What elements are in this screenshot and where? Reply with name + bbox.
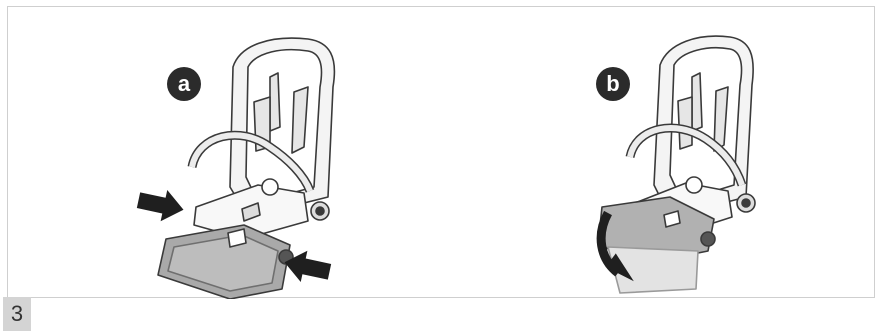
step-badge-b: b <box>596 67 630 101</box>
step-badge-a: a <box>167 67 201 101</box>
step-number: 3 <box>3 297 31 331</box>
seat-illustration-b <box>8 7 876 299</box>
illustration-frame: a b <box>7 6 875 298</box>
